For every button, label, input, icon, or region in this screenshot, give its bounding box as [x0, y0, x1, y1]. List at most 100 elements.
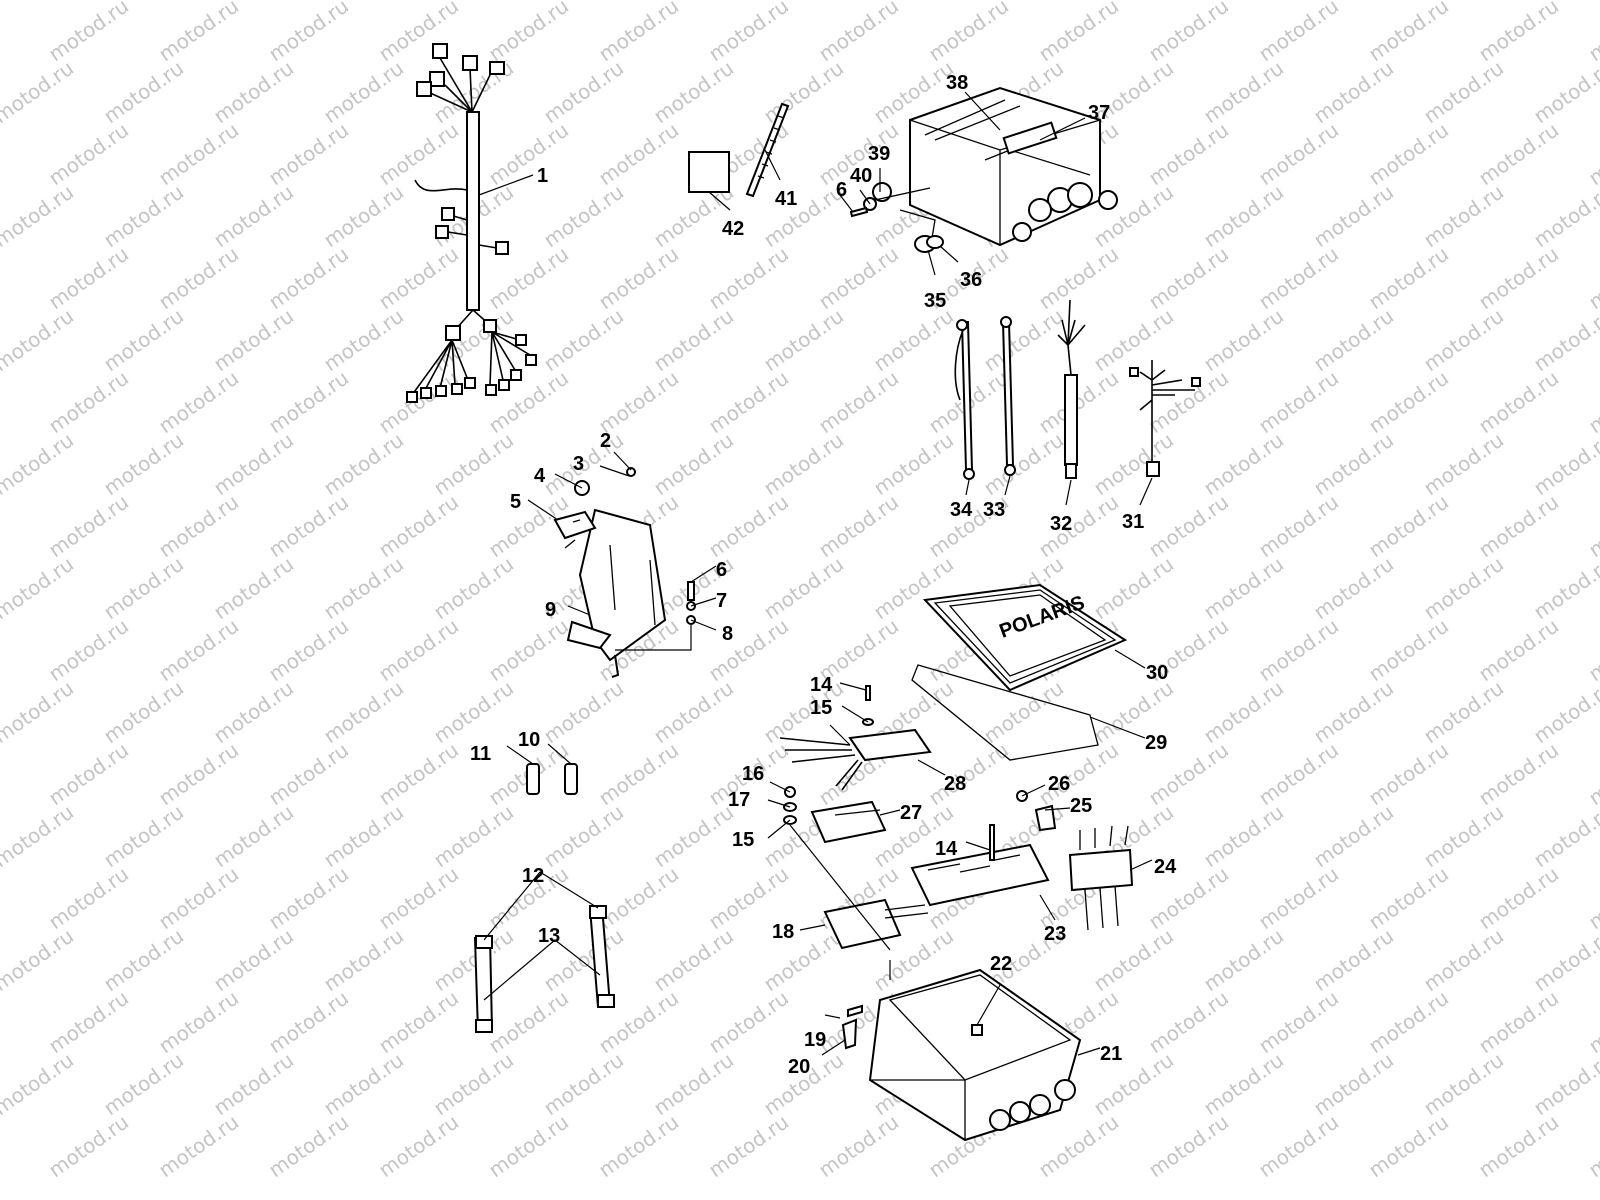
watermark-text: motod.ru: [594, 0, 683, 66]
watermark-text: motod.ru: [44, 242, 133, 314]
watermark-text: motod.ru: [319, 924, 408, 996]
watermark-text: motod.ru: [649, 304, 738, 376]
watermark-text: motod.ru: [1199, 56, 1288, 128]
watermark-text: motod.ru: [99, 428, 188, 500]
watermark-text: motod.ru: [484, 614, 573, 686]
watermark-text: motod.ru: [1529, 552, 1600, 624]
watermark-text: motod.ru: [319, 800, 408, 872]
watermark-text: motod.ru: [594, 118, 683, 190]
watermark-text: motod.ru: [1364, 366, 1453, 438]
watermark-text: motod.ru: [319, 552, 408, 624]
watermark-text: motod.ru: [1584, 1110, 1600, 1182]
watermark-text: motod.ru: [44, 1110, 133, 1182]
watermark-text: motod.ru: [1419, 676, 1508, 748]
callout-26: 26: [1048, 773, 1070, 795]
watermark-text: motod.ru: [1474, 118, 1563, 190]
callout-11: 11: [470, 743, 491, 765]
watermark-text: motod.ru: [1474, 1110, 1563, 1182]
watermark-text: motod.ru: [814, 1110, 903, 1182]
watermark-text: motod.ru: [1309, 180, 1398, 252]
watermark-text: motod.ru: [1199, 676, 1288, 748]
watermark-text: motod.ru: [44, 0, 133, 66]
watermark-text: motod.ru: [429, 1048, 518, 1120]
callout-35: 35: [924, 290, 946, 312]
watermark-text: motod.ru: [1309, 552, 1398, 624]
wiring-harness: [406, 43, 537, 403]
callout-12: 12: [522, 865, 544, 887]
callout-29: 29: [1145, 732, 1167, 754]
watermark-text: motod.ru: [1034, 0, 1123, 66]
watermark-text: motod.ru: [99, 676, 188, 748]
watermark-text: motod.ru: [1584, 118, 1600, 190]
watermark-text: motod.ru: [869, 428, 958, 500]
watermark-text: motod.ru: [154, 614, 243, 686]
watermark-text: motod.ru: [1089, 924, 1178, 996]
watermark-text: motod.ru: [1199, 304, 1288, 376]
watermark-text: motod.ru: [99, 1048, 188, 1120]
electronics: [767, 682, 1153, 980]
watermark-text: motod.ru: [759, 56, 848, 128]
watermark-text: motod.ru: [1474, 366, 1563, 438]
watermark-text: motod.ru: [1144, 118, 1233, 190]
watermark-text: motod.ru: [1254, 242, 1343, 314]
watermark-text: motod.ru: [539, 304, 628, 376]
watermark-text: motod.ru: [539, 676, 628, 748]
watermark-text: motod.ru: [374, 986, 463, 1058]
watermark-text: motod.ru: [1419, 180, 1508, 252]
callout-10: 10: [518, 729, 540, 751]
watermark-text: motod.ru: [1034, 1110, 1123, 1182]
watermark-text: motod.ru: [1364, 738, 1453, 810]
watermark-text: motod.ru: [814, 242, 903, 314]
callout-8: 8: [722, 623, 733, 645]
watermark-text: motod.ru: [1309, 800, 1398, 872]
watermark-text: motod.ru: [1364, 242, 1453, 314]
watermark-text: motod.ru: [44, 118, 133, 190]
watermark-text: motod.ru: [429, 924, 518, 996]
watermark-text: motod.ru: [44, 490, 133, 562]
watermark-text: motod.ru: [1089, 180, 1178, 252]
callout-9: 9: [545, 599, 556, 621]
watermark-text: motod.ru: [1584, 738, 1600, 810]
watermark-text: motod.ru: [209, 304, 298, 376]
watermark-text: motod.ru: [1254, 614, 1343, 686]
watermark-text: motod.ru: [1199, 180, 1288, 252]
watermark-text: motod.ru: [814, 366, 903, 438]
callout-20: 20: [788, 1056, 810, 1078]
watermark-text: motod.ru: [99, 56, 188, 128]
watermark-text: motod.ru: [154, 242, 243, 314]
watermark-text: motod.ru: [319, 428, 408, 500]
watermark-text: motod.ru: [1089, 304, 1178, 376]
callout-27: 27: [900, 802, 922, 824]
callout-15-bottom: 15: [732, 829, 754, 851]
watermark-text: motod.ru: [319, 1048, 408, 1120]
watermark-text: motod.ru: [264, 986, 353, 1058]
watermark-text: motod.ru: [1144, 986, 1233, 1058]
watermark-text: motod.ru: [1529, 56, 1600, 128]
callout-22: 22: [990, 953, 1012, 975]
watermark-text: motod.ru: [264, 118, 353, 190]
watermark-text: motod.ru: [374, 366, 463, 438]
watermark-text: motod.ru: [1089, 428, 1178, 500]
callout-labels: 1 2 3 4 5 6 6 7 8 9 10 11 12 13 14 14 15…: [470, 72, 1177, 1078]
watermark-text: motod.ru: [429, 552, 518, 624]
watermark-text: motod.ru: [44, 366, 133, 438]
watermark-text: motod.ru: [1474, 0, 1563, 66]
watermark-text: motod.ru: [1254, 0, 1343, 66]
callout-6-box: 6: [836, 179, 847, 201]
watermark-text: motod.ru: [99, 552, 188, 624]
watermark-text: motod.ru: [374, 738, 463, 810]
callout-1: 1: [537, 165, 548, 187]
watermark-text: motod.ru: [1419, 1048, 1508, 1120]
watermark-text: motod.ru: [1254, 490, 1343, 562]
watermark-text: motod.ru: [1199, 428, 1288, 500]
watermark-text: motod.ru: [484, 1110, 573, 1182]
watermark-text: motod.ru: [1309, 1048, 1398, 1120]
callout-37: 37: [1088, 102, 1110, 124]
watermark-text: motod.ru: [594, 366, 683, 438]
watermark-text: motod.ru: [704, 614, 793, 686]
callout-39: 39: [868, 143, 890, 165]
watermark-text: motod.ru: [704, 1110, 793, 1182]
watermark-text: motod.ru: [759, 180, 848, 252]
